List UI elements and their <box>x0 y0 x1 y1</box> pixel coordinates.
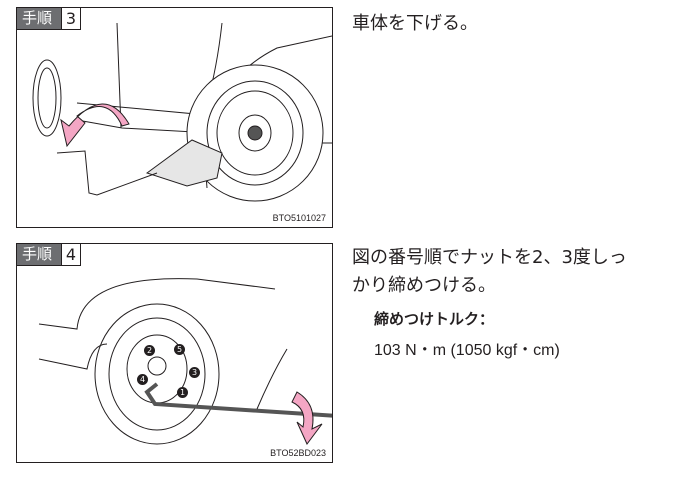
torque-label: 締めつけトルク： <box>374 310 495 328</box>
step-4-text-line2: かり締めつける。 <box>352 275 496 296</box>
tighten-nuts-illustration <box>38 278 332 445</box>
nut-number-2: 2 <box>144 345 155 356</box>
pink-arrow-icon <box>291 391 323 445</box>
nut-number-5: 5 <box>174 344 185 355</box>
step-badge: 手順 4 <box>17 244 81 266</box>
step-label: 手順 <box>17 244 61 265</box>
torque-value: 103 N・m (1050 kgf・cm) <box>374 342 560 359</box>
pink-arrow-icon <box>60 103 130 148</box>
step-4-text-line1: 図の番号順でナットを2、3度しっ <box>352 247 627 268</box>
lower-car-illustration <box>32 22 332 202</box>
nut-number-4: 4 <box>137 374 148 385</box>
figure-code: BTO5101027 <box>272 213 326 223</box>
step-number: 3 <box>61 8 80 29</box>
nut-number-3: 3 <box>189 367 200 378</box>
step-4-figure: 手順 4 1 2 3 4 5 BTO52BD023 <box>16 243 333 463</box>
step-number: 4 <box>61 244 80 265</box>
step-3-figure: 手順 3 BTO5101027 <box>16 7 333 228</box>
nut-number-1: 1 <box>177 387 188 398</box>
step-badge: 手順 3 <box>17 8 81 30</box>
step-3-text: 車体を下げる。 <box>352 13 478 34</box>
step-label: 手順 <box>17 8 61 29</box>
step-4-text: 図の番号順でナットを2、3度しっ かり締めつける。 <box>352 244 627 300</box>
figure-code: BTO52BD023 <box>270 448 326 458</box>
